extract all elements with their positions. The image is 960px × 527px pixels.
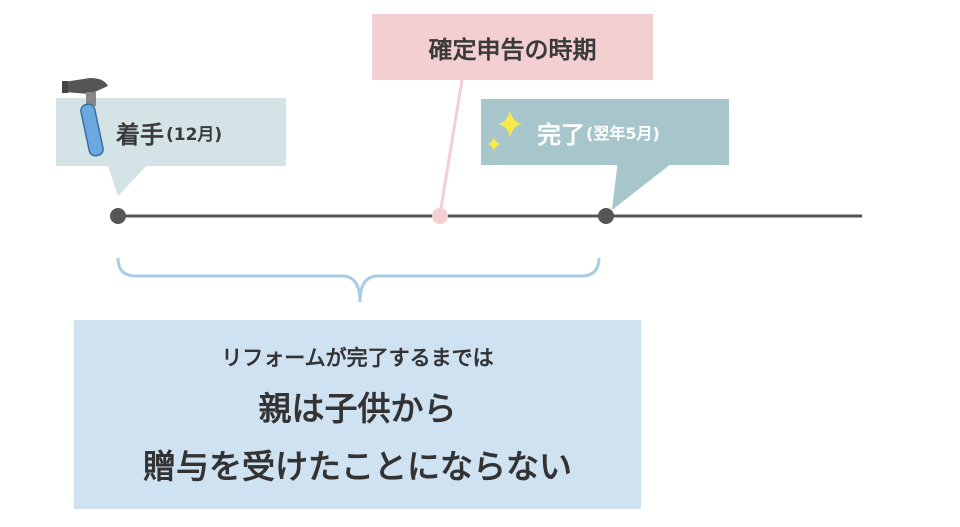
- start-label-text: 着手: [116, 120, 164, 149]
- tax-marker: [432, 208, 448, 224]
- note-line-1: リフォームが完了するまでは: [221, 345, 494, 370]
- end-label-sub: (翌年5月): [586, 124, 660, 143]
- tax-filing-label-text: 確定申告の時期: [428, 35, 597, 64]
- hammer-icon: [62, 78, 108, 157]
- end-label: 完了 (翌年5月): [481, 99, 729, 165]
- note-box: リフォームが完了するまでは 親は子供から 贈与を受けたことにならない: [74, 320, 641, 509]
- sparkle-icon: [487, 110, 522, 152]
- tax-connector-line: [438, 79, 464, 215]
- end-marker: [598, 208, 614, 224]
- start-marker: [110, 208, 126, 224]
- end-label-text: 完了: [537, 120, 585, 149]
- tax-filing-label: 確定申告の時期: [372, 14, 653, 80]
- note-line-3: 贈与を受けたことにならない: [143, 446, 572, 486]
- end-label-pointer: [612, 160, 676, 210]
- period-brace: [116, 257, 601, 303]
- note-line-2: 親は子供から: [258, 388, 457, 428]
- start-label-pointer: [106, 160, 152, 196]
- start-label-sub: (12月): [166, 124, 223, 145]
